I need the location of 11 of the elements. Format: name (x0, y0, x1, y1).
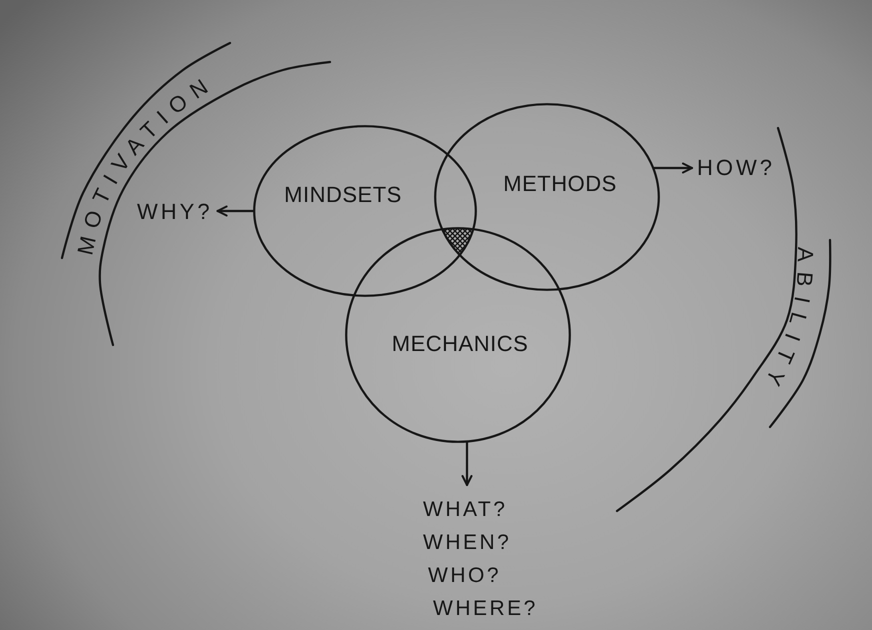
circle-label: MECHANICS (392, 331, 528, 357)
question-text: HOW? (692, 155, 780, 181)
question-text: WHAT? (423, 497, 508, 523)
arrow (462, 442, 472, 486)
circle-label: MINDSETS (284, 182, 402, 208)
arrow (653, 162, 694, 174)
question-text: WHO? (428, 563, 501, 589)
circle-label: METHODS (503, 171, 617, 197)
question-text: WHEN? (423, 530, 512, 556)
arrow (216, 206, 254, 216)
question-text: WHERE? (433, 596, 538, 622)
